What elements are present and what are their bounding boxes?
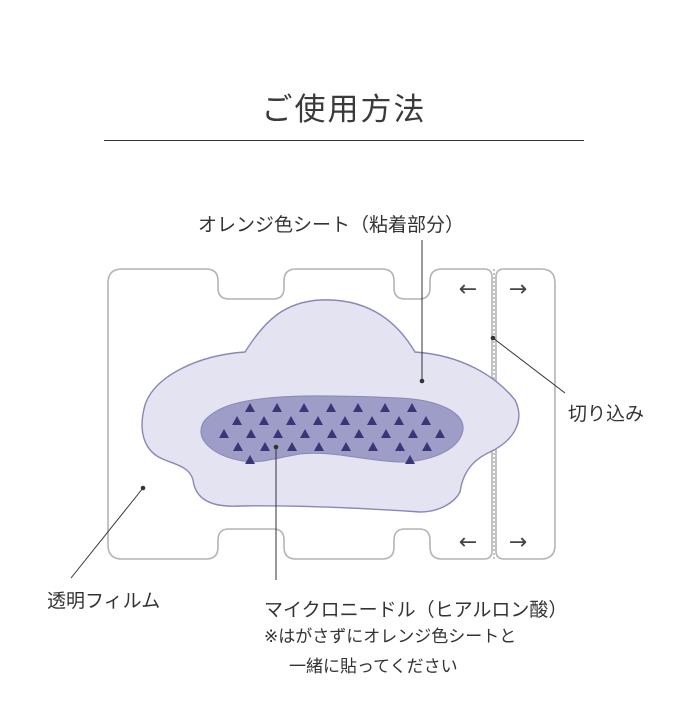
microneedle-triangle [300, 429, 310, 438]
film-leader [70, 487, 144, 579]
page-title: ご使用方法 [261, 92, 427, 128]
microneedle-triangle [219, 429, 229, 438]
microneedle-triangle [341, 442, 351, 451]
microneedle-triangle [259, 416, 269, 425]
note-line-1: ※はがさずにオレンジ色シートと [264, 627, 517, 647]
microneedle-triangle [245, 403, 255, 412]
microneedle-triangle [354, 429, 364, 438]
microneedle-triangle [299, 403, 309, 412]
microneedle-triangle [313, 416, 323, 425]
arrow-right-top: → [509, 277, 527, 302]
title-underline [104, 140, 584, 141]
microneedle-triangle [340, 416, 350, 425]
microneedle-triangle [367, 416, 377, 425]
note-line-2: 一緒に貼ってください [289, 657, 458, 677]
microneedle-triangle [232, 416, 242, 425]
microneedle-triangle [395, 442, 405, 451]
microneedle-triangle [245, 455, 255, 464]
microneedle-triangle [233, 442, 243, 451]
microneedle-triangle [287, 442, 297, 451]
cut-label: 切り込み [568, 403, 645, 425]
microneedle-triangle [380, 403, 390, 412]
microneedle-triangle [421, 416, 431, 425]
arrow-left-bottom: ← [459, 530, 477, 555]
microneedle-triangle [407, 403, 417, 412]
microneedle-triangle [272, 403, 282, 412]
microneedle-triangle [326, 403, 336, 412]
orange-sheet-leader-dot [419, 378, 425, 384]
microneedle-triangle [422, 442, 432, 451]
microneedle-triangle [314, 442, 324, 451]
microneedle-triangle [381, 429, 391, 438]
film-label: 透明フィルム [47, 590, 161, 612]
cut-leader [492, 337, 566, 394]
arrow-left-top: ← [459, 277, 477, 302]
microneedle-triangle [353, 403, 363, 412]
film-leader-dot [140, 485, 146, 491]
microneedle-triangle [408, 429, 418, 438]
cut-leader-dot [490, 335, 496, 341]
microneedle-triangle [327, 429, 337, 438]
microneedle-triangle [368, 442, 378, 451]
transparent-film-tab-outline [495, 268, 556, 560]
microneedle-triangle [394, 416, 404, 425]
transparent-film-outline [107, 268, 493, 560]
microneedle-triangle [435, 429, 445, 438]
microneedle-triangle [260, 442, 270, 451]
arrow-right-bottom: → [509, 530, 527, 555]
microneedle-leader-dot [273, 444, 279, 450]
microneedle-triangle [246, 429, 256, 438]
microneedle-triangle [273, 429, 283, 438]
microneedle-label: マイクロニードル（ヒアルロン酸） [264, 599, 568, 621]
microneedle-triangles [219, 403, 445, 464]
microneedle-triangle [405, 455, 415, 464]
microneedle-triangle [286, 416, 296, 425]
orange-sheet-label: オレンジ色シート（粘着部分） [198, 214, 465, 236]
